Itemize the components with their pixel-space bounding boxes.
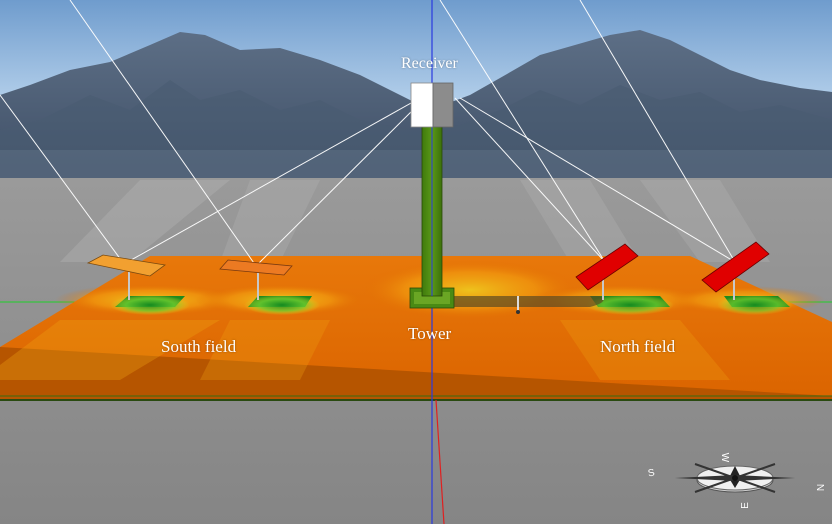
north-heliostat-2 [701, 241, 770, 300]
compass-letter-n: N [814, 483, 826, 492]
tower [409, 125, 455, 309]
south-heliostat-1 [86, 254, 167, 300]
north-field-label: North field [600, 337, 676, 356]
receiver [410, 82, 454, 128]
compass-letter-e: E [739, 502, 751, 509]
tower-shadow [450, 296, 604, 307]
tower-label: Tower [408, 324, 452, 343]
south-field-label: South field [161, 337, 237, 356]
south-heliostat-2 [219, 259, 293, 300]
compass-letter-s: S [647, 467, 656, 480]
x-axis-line [435, 399, 445, 524]
north-heliostat-1 [575, 243, 639, 300]
compass-letter-w: W [719, 452, 731, 463]
receiver-label: Receiver [401, 55, 458, 72]
compass-rose-icon [675, 463, 795, 493]
sun-rays [0, 0, 736, 267]
